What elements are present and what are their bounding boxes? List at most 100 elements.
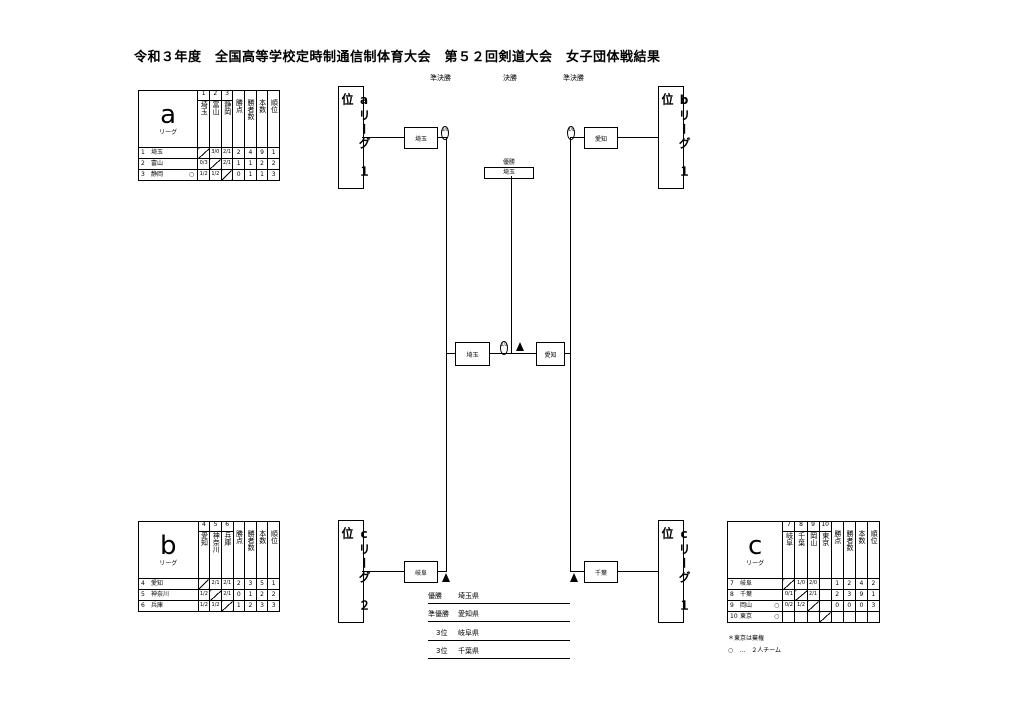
result-value: 2/1 xyxy=(211,580,220,587)
stat-value: 1 xyxy=(232,158,246,170)
result-cell: 1/2 xyxy=(197,600,211,612)
stat-header-text: 勝点 xyxy=(235,99,244,113)
col-team-name: 岐阜 xyxy=(785,532,794,546)
result-cell xyxy=(220,169,234,181)
col-team: 愛知 xyxy=(197,531,211,579)
col-number: 10 xyxy=(818,521,832,532)
result-cell: 1/2 xyxy=(794,600,808,612)
bracket-team-box: 愛知 xyxy=(536,342,565,366)
stat-header: 順位 xyxy=(267,90,280,148)
result-rank: 3位 xyxy=(436,629,448,637)
stat-value: 3 xyxy=(255,600,269,612)
league-b-first-box: bリーグ １位 xyxy=(658,86,691,189)
row-team-name: 岐阜 xyxy=(740,579,753,587)
result-cell: 2/1 xyxy=(220,578,234,590)
col-team-name: 静岡 xyxy=(223,101,232,115)
result-cell xyxy=(818,611,832,623)
result-value: 2/0 xyxy=(809,580,818,587)
result-value: 1/2 xyxy=(211,602,220,609)
stat-value: 2 xyxy=(244,600,257,612)
stat-value: 1 xyxy=(255,169,269,181)
result-cell xyxy=(794,611,808,623)
col-team: 富山 xyxy=(208,100,222,148)
result-cell: 0/1 xyxy=(782,589,796,601)
row-team-name: 静岡 xyxy=(151,170,164,178)
result-row: 準優勝 愛知県 xyxy=(428,609,570,622)
stat-header-text: 勝者数 xyxy=(247,99,256,120)
col-number: 5 xyxy=(209,521,222,532)
loss-triangle-icon xyxy=(570,573,578,582)
stat-value xyxy=(866,611,881,623)
result-value: 1/2 xyxy=(199,591,208,598)
row-number: 2 xyxy=(141,159,145,167)
champion-label: 優勝 xyxy=(502,159,515,166)
bracket-line xyxy=(446,137,447,572)
col-team: 静岡 xyxy=(220,100,234,148)
result-cell xyxy=(208,158,222,170)
col-team: 兵庫 xyxy=(220,531,234,579)
result-cell: 2/0 xyxy=(806,578,820,590)
score-circle: 2/2 xyxy=(500,341,508,355)
stat-header-text: 勝者数 xyxy=(247,530,256,551)
result-cell: 1/2 xyxy=(208,169,222,181)
bracket-line xyxy=(437,571,446,572)
champion-box: 優勝 埼玉 xyxy=(484,157,534,179)
stat-header: 勝点 xyxy=(830,521,844,579)
bracket-line xyxy=(563,353,571,354)
row-team-name: 神奈川 xyxy=(151,590,170,598)
stat-value: 2 xyxy=(232,147,246,159)
row-team-name: 愛知 xyxy=(151,579,164,587)
stat-header: 本数 xyxy=(255,521,269,579)
col-team: 岡山 xyxy=(806,531,820,579)
score-mark: 2/2 xyxy=(500,341,508,355)
bracket-line xyxy=(570,137,571,572)
result-value: 3/0 xyxy=(211,149,220,156)
result-cell: 2/1 xyxy=(220,147,234,159)
league-letter: b xyxy=(160,530,177,561)
stat-value: 4 xyxy=(244,147,257,159)
col-number: 1 xyxy=(197,90,210,101)
loss-triangle-icon xyxy=(516,342,524,351)
col-number: 2 xyxy=(208,90,222,101)
col-team-name: 埼玉 xyxy=(200,101,209,115)
league-c-first-label: cリーグ １位 xyxy=(660,527,691,613)
result-rank: 準優勝 xyxy=(428,610,449,618)
stat-header: 本数 xyxy=(854,521,868,579)
forfeit-note: ＊東京は棄権 xyxy=(728,635,765,642)
row-team-name: 兵庫 xyxy=(151,601,164,609)
league-b-first-label: bリーグ １位 xyxy=(660,93,691,179)
score-mark: △ xyxy=(516,342,524,353)
stat-value: 0 xyxy=(842,600,856,612)
league-a-first-label: aリーグ １位 xyxy=(340,93,371,179)
league-letter: c xyxy=(748,530,763,561)
col-team: 岐阜 xyxy=(782,531,796,579)
row-number: 5 xyxy=(141,590,145,598)
col-team-name: 愛知 xyxy=(200,532,209,546)
result-cell: 2/1 xyxy=(209,578,222,590)
col-team-name: 兵庫 xyxy=(223,532,232,546)
result-team: 愛知県 xyxy=(458,610,479,618)
result-value: 0/2 xyxy=(784,602,793,609)
result-value: 2/1 xyxy=(223,149,232,156)
result-value: 2/1 xyxy=(223,591,232,598)
stat-header-text: 勝者数 xyxy=(845,530,854,551)
stat-value: 1 xyxy=(830,578,844,590)
col-number: 6 xyxy=(220,521,234,532)
col-number: 4 xyxy=(197,521,211,532)
result-row: 3位岐阜県 xyxy=(428,628,570,641)
col-number: 3 xyxy=(220,90,234,101)
col-team: 千葉 xyxy=(794,531,808,579)
two-person-mark: ○ xyxy=(774,601,780,609)
bracket-team-box: 埼玉 xyxy=(404,127,438,149)
league-label: リーグ xyxy=(159,128,178,136)
page-title: 令和３年度 全国高等学校定時制通信制体育大会 第５２回剣道大会 女子団体戦結果 xyxy=(134,50,661,65)
result-value: 1/2 xyxy=(199,171,208,178)
stat-header-text: 順位 xyxy=(870,530,879,544)
